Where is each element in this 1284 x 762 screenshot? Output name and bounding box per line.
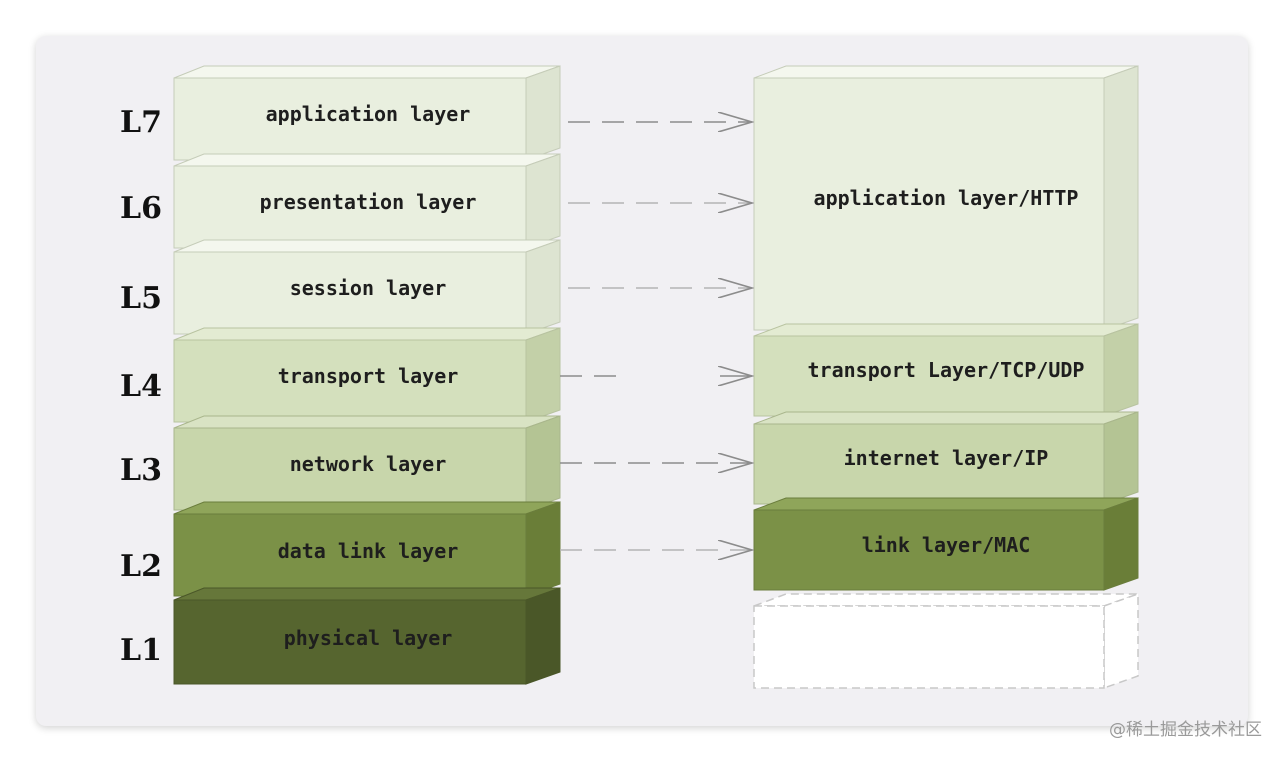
- level-label-l6: L6: [120, 191, 162, 226]
- level-label-l7: L7: [120, 105, 162, 140]
- tcpip-layer-application-label: application layer/HTTP: [814, 186, 1079, 210]
- level-labels: L7 L6 L5 L4 L3 L2 L1: [120, 105, 162, 668]
- osi-layer-presentation-label: presentation layer: [260, 190, 477, 214]
- osi-layer-session-label: session layer: [290, 276, 447, 300]
- tcpip-layer-internet: internet layer/IP: [753, 411, 1139, 505]
- level-label-l5: L5: [120, 281, 162, 316]
- osi-layer-physical-label: physical layer: [284, 626, 453, 650]
- level-label-l4: L4: [120, 369, 162, 404]
- osi-layer-presentation: presentation layer: [173, 153, 561, 249]
- level-label-l3: L3: [120, 453, 162, 488]
- watermark: @稀土掘金技术社区: [1109, 720, 1262, 740]
- osi-layer-physical: physical layer: [173, 587, 561, 685]
- tcpip-layer-internet-label: internet layer/IP: [844, 446, 1049, 470]
- osi-stack: application layer presentation layer ses…: [173, 65, 561, 685]
- tcpip-layer-link-label: link layer/MAC: [862, 533, 1031, 557]
- level-label-l1: L1: [120, 633, 162, 668]
- osi-layer-network: network layer: [173, 415, 561, 511]
- osi-layer-application-label: application layer: [266, 102, 471, 126]
- tcpip-stack: application layer/HTTP transport Layer/T…: [753, 65, 1139, 690]
- tcpip-layer-empty: [753, 592, 1139, 690]
- osi-layer-data-link-label: data link layer: [278, 539, 459, 563]
- tcpip-layer-transport: transport Layer/TCP/UDP: [753, 323, 1139, 417]
- osi-layer-data-link: data link layer: [173, 501, 561, 597]
- level-label-l2: L2: [120, 549, 162, 584]
- osi-layer-transport-label: transport layer: [278, 364, 459, 388]
- mapping-arrows: [560, 122, 752, 550]
- osi-layer-network-label: network layer: [290, 452, 447, 476]
- tcpip-layer-link: link layer/MAC: [753, 497, 1139, 591]
- osi-layer-transport: transport layer: [173, 327, 561, 423]
- osi-layer-application: application layer: [173, 65, 561, 161]
- tcpip-layer-application: application layer/HTTP: [753, 65, 1139, 331]
- osi-layer-session: session layer: [173, 239, 561, 335]
- tcpip-layer-transport-label: transport Layer/TCP/UDP: [808, 358, 1085, 382]
